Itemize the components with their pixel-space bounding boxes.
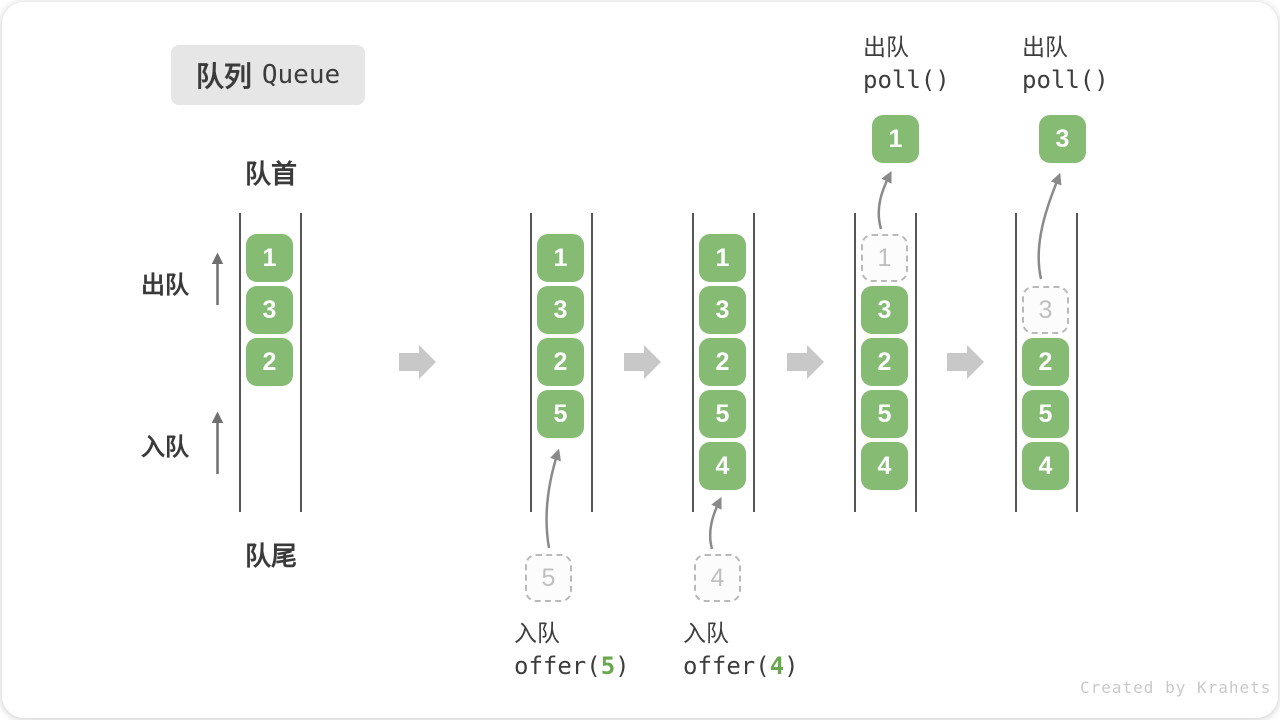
queue-channel-3 [692,213,755,512]
op-poll-first-code: poll() [863,66,950,94]
op-poll-second: 出队 poll() [1022,31,1109,97]
queue-box: 3 [246,286,293,334]
op-poll-second-zh: 出队 [1022,34,1068,60]
queue-channel-1 [239,213,302,512]
code-text: offer( [683,652,770,680]
op-poll-first-zh: 出队 [863,34,909,60]
queue-box-removed: 1 [861,234,908,282]
queue-box: 1 [699,234,746,282]
step-arrow-icon [399,345,436,379]
title-en: Queue [261,60,341,90]
code-text: ) [615,652,630,680]
op-poll-second-code: poll() [1022,66,1109,94]
label-enqueue-side: 入队 [141,434,189,461]
code-arg: 5 [600,652,616,680]
op-offer-4: 入队 offer(4) [683,617,799,683]
queue-box: 4 [861,442,908,490]
polled-box: 3 [1039,115,1086,163]
label-queue-front: 队首 [245,159,298,189]
queue-box: 1 [246,234,293,282]
queue-box: 3 [537,286,584,334]
queue-box: 2 [1022,338,1069,386]
queue-channel-4 [854,213,917,512]
op-poll-first: 出队 poll() [863,31,950,97]
polled-box: 1 [872,115,919,163]
code-arg: 4 [769,652,785,680]
title-zh: 队列 [195,61,252,92]
op-offer-4-code: offer(4) [683,649,799,683]
incoming-box: 4 [694,554,741,602]
watermark: Created by Krahets [1080,678,1272,697]
queue-box: 2 [861,338,908,386]
queue-channel-5 [1015,213,1078,512]
code-text: offer( [514,652,601,680]
step-arrow-icon [787,345,824,379]
queue-box: 2 [537,338,584,386]
label-dequeue-side: 出队 [141,272,189,299]
op-offer-5: 入队 offer(5) [514,617,630,683]
queue-box: 3 [861,286,908,334]
label-queue-rear: 队尾 [245,541,298,571]
queue-box-removed: 3 [1022,286,1069,334]
step-arrow-icon [624,345,661,379]
queue-box: 5 [1022,390,1069,438]
queue-channel-2 [530,213,593,512]
code-text: ) [784,652,799,680]
queue-box: 5 [537,390,584,438]
op-offer-5-code: offer(5) [514,649,630,683]
op-offer-5-zh: 入队 [514,620,560,646]
queue-box: 4 [1022,442,1069,490]
queue-box: 4 [699,442,746,490]
step-arrow-icon [947,345,984,379]
queue-box: 2 [699,338,746,386]
queue-box: 5 [861,390,908,438]
op-offer-4-zh: 入队 [683,620,729,646]
title-badge: 队列 Queue [171,45,365,105]
queue-box: 2 [246,338,293,386]
queue-box: 5 [699,390,746,438]
queue-box: 1 [537,234,584,282]
incoming-box: 5 [525,554,572,602]
queue-box: 3 [699,286,746,334]
